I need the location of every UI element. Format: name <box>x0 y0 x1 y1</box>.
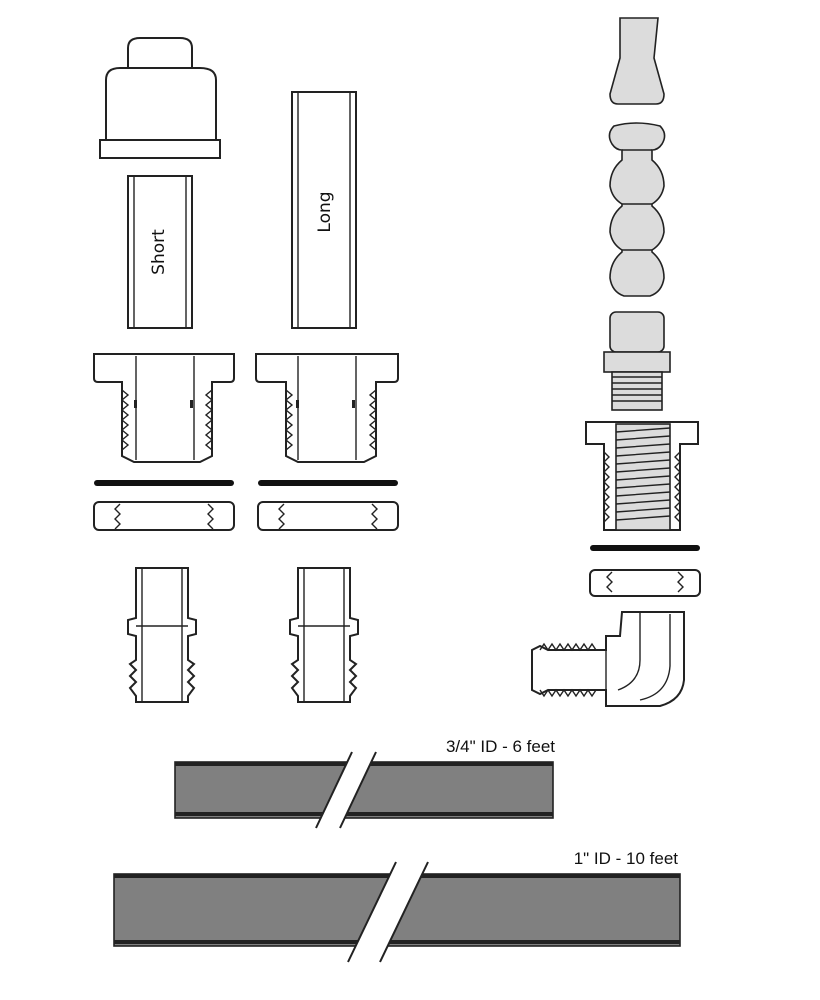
lock-nut-right <box>257 501 399 531</box>
hose-large: 1" ID - 10 feet <box>113 849 681 963</box>
elbow-barb-fitting <box>531 611 685 707</box>
hose-connector <box>603 311 671 411</box>
segmented-hose <box>608 122 666 297</box>
hose-small-label: 3/4" ID - 6 feet <box>446 737 555 756</box>
short-tube-label: Short <box>149 229 169 275</box>
short-tube: Short <box>127 175 193 329</box>
long-tube: Long <box>291 91 357 329</box>
lock-nut-coolant <box>589 569 701 597</box>
hose-large-label: 1" ID - 10 feet <box>574 849 679 868</box>
hose-barb-right <box>289 567 359 703</box>
bulkhead-fitting-left <box>93 353 235 463</box>
cap-part <box>99 37 221 159</box>
lock-nut-left <box>93 501 235 531</box>
gasket-left <box>94 480 234 486</box>
hose-barb-left <box>127 567 197 703</box>
round-nozzle <box>609 17 665 105</box>
bulkhead-fitting-right <box>255 353 399 463</box>
threaded-bulkhead <box>585 421 699 531</box>
gasket-right <box>258 480 398 486</box>
long-tube-label: Long <box>315 191 335 232</box>
gasket-coolant <box>590 545 700 551</box>
hose-small: 3/4" ID - 6 feet <box>174 737 555 829</box>
